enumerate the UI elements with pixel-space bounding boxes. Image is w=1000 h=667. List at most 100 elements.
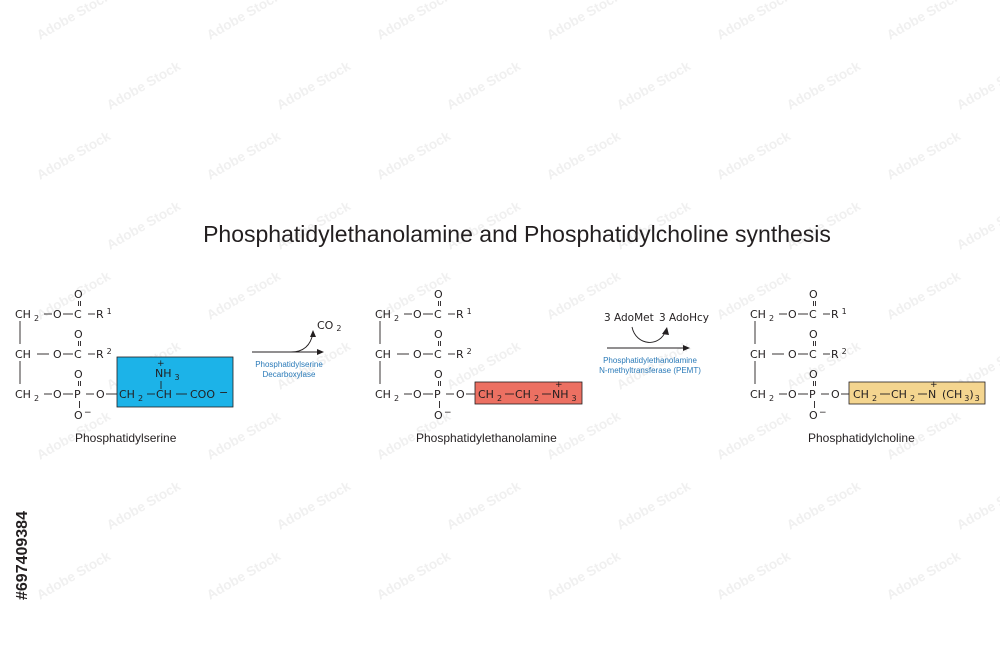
choline-n: N — [928, 388, 936, 401]
step2-curve — [631, 326, 667, 343]
watermark-text: Adobe Stock — [204, 408, 283, 462]
watermark-text: Adobe Stock — [374, 0, 453, 43]
carbonyl-carbon-1: C — [809, 308, 817, 321]
phosphate-double-oxygen: O — [809, 368, 818, 381]
carbonyl-oxygen-1: O — [809, 288, 818, 301]
watermark-text: Adobe Stock — [884, 268, 963, 322]
ethanolamine-head-box — [474, 381, 583, 405]
step1-enzyme-line1: Phosphatidylserine — [255, 360, 323, 369]
watermark-text: Adobe Stock — [884, 128, 963, 182]
carbonyl-carbon-2: C — [809, 348, 817, 361]
watermark-text: Adobe Stock — [204, 548, 283, 602]
watermark-text: Adobe Stock — [104, 478, 183, 532]
step1-co2-arrowhead — [310, 330, 316, 337]
watermark-text: Adobe Stock — [374, 128, 453, 182]
ester-oxygen-1: O — [53, 308, 62, 321]
serine-head-box — [116, 356, 234, 408]
phosphate-minus: − — [819, 408, 827, 418]
phosphate-oxygen-2: O — [831, 388, 840, 401]
serine-ch: CH — [156, 388, 172, 401]
carbonyl-oxygen-2: O — [74, 328, 83, 341]
phosphatidylcholine-label: Phosphatidylcholine — [808, 431, 915, 445]
step2-enzyme-line1: Phosphatidylethanolamine — [603, 356, 697, 365]
watermark-text: Adobe Stock — [954, 58, 1000, 112]
watermark-text: Adobe Stock — [714, 128, 793, 182]
watermark-text: Adobe Stock — [34, 548, 113, 602]
ester-oxygen-2: O — [53, 348, 62, 361]
adohcy-label: 3 AdoHcy — [659, 312, 709, 324]
choline-plus: + — [930, 380, 938, 390]
watermark-text: Adobe Stock — [544, 128, 623, 182]
watermark-text: Adobe Stock — [784, 478, 863, 532]
watermark-text: Adobe Stock — [714, 408, 793, 462]
step1-enzyme-line2: Decarboxylase — [263, 370, 316, 379]
serine-plus: + — [157, 359, 165, 369]
ester-oxygen-1: O — [788, 308, 797, 321]
watermark-text: Adobe Stock — [884, 0, 963, 43]
step2-arrowhead — [683, 345, 690, 351]
step2-enzyme-line2: N-methyltransferase (PEMT) — [599, 366, 701, 375]
watermark-text: Adobe Stock — [104, 198, 183, 252]
ester-oxygen-2: O — [788, 348, 797, 361]
watermark-text: Adobe Stock — [204, 0, 283, 43]
phosphate-double-oxygen: O — [74, 368, 83, 381]
carbonyl-oxygen-2: O — [434, 328, 443, 341]
watermark-text: Adobe Stock — [34, 0, 113, 43]
watermark-text: Adobe Stock — [954, 198, 1000, 252]
watermark-text: Adobe Stock — [784, 58, 863, 112]
watermark-text: Adobe Stock — [714, 0, 793, 43]
watermark-text: Adobe Stock — [544, 548, 623, 602]
phosphorus: P — [434, 388, 441, 401]
watermark-text: Adobe Stock — [444, 478, 523, 532]
phosphate-oxygen-1: O — [53, 388, 62, 401]
phosphate-minus: − — [84, 408, 92, 418]
watermark-text: Adobe Stock — [204, 268, 283, 322]
carbonyl-carbon-1: C — [74, 308, 82, 321]
carbonyl-oxygen-1: O — [74, 288, 83, 301]
backbone-ch-middle: CH — [15, 348, 31, 361]
ester-oxygen-2: O — [413, 348, 422, 361]
watermark-text: Adobe Stock — [204, 128, 283, 182]
phosphate-oxygen-2: O — [96, 388, 105, 401]
watermark-text: Adobe Stock — [614, 58, 693, 112]
phosphate-oxygen-anion: O — [809, 409, 818, 422]
phosphate-oxygen-anion: O — [434, 409, 443, 422]
phosphate-oxygen-anion: O — [74, 409, 83, 422]
backbone-ch-middle: CH — [375, 348, 391, 361]
step2-curve-arrowhead — [662, 327, 669, 335]
ester-oxygen-1: O — [413, 308, 422, 321]
watermark-text: Adobe Stock — [374, 548, 453, 602]
phosphate-double-oxygen: O — [434, 368, 443, 381]
carbonyl-oxygen-2: O — [809, 328, 818, 341]
watermark-text: Adobe Stock — [544, 0, 623, 43]
ethanolamine-plus: + — [555, 380, 563, 390]
phosphatidylserine-label: Phosphatidylserine — [75, 431, 177, 445]
watermark-text: Adobe Stock — [274, 478, 353, 532]
step1-co2-curve — [290, 332, 314, 353]
watermark-text: Adobe Stock — [34, 128, 113, 182]
stock-id: #697409384 — [14, 511, 31, 600]
watermark-text: Adobe Stock — [444, 58, 523, 112]
